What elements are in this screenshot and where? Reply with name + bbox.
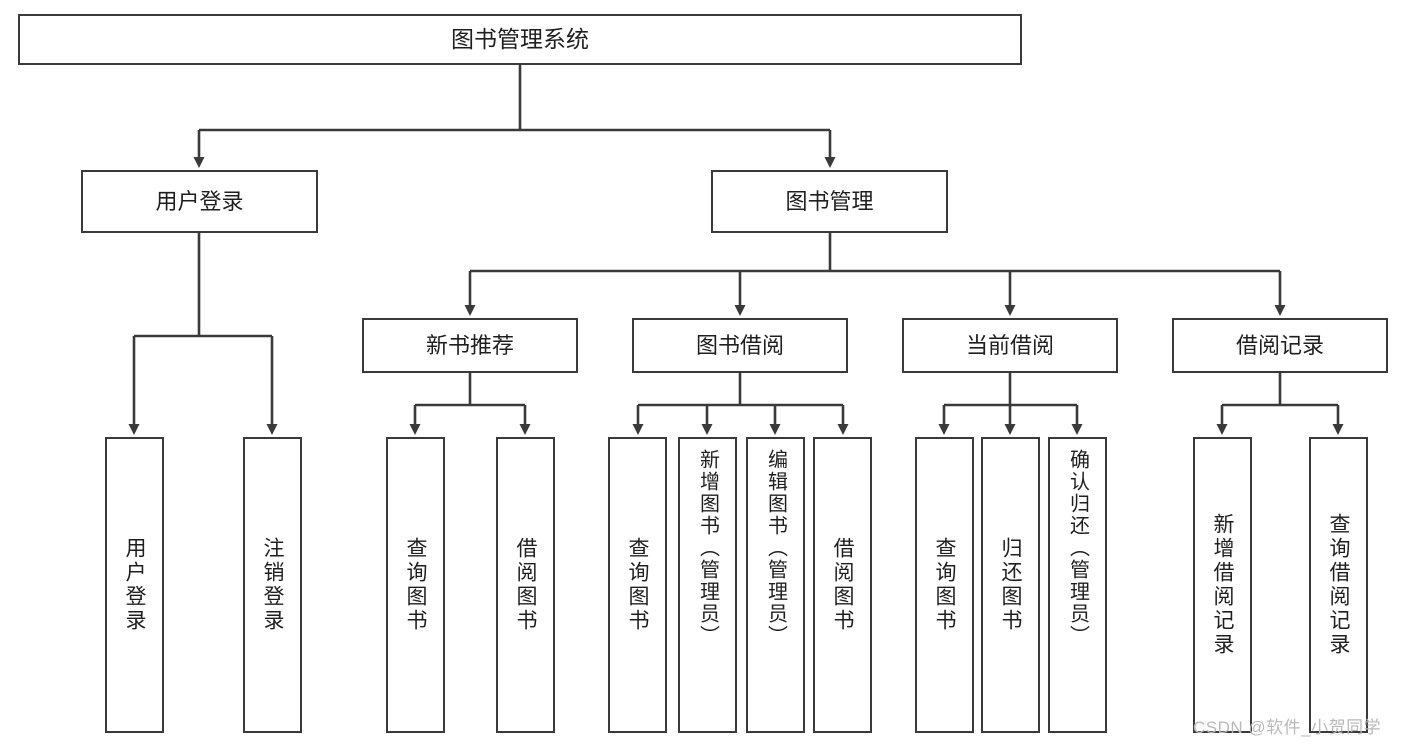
node-current-borrowing[interactable]: 当前借阅 [902,318,1118,373]
node-label: 查询图书 [933,537,956,633]
leaf-book-borrow-query-books[interactable]: 查询图书 [608,437,667,733]
node-label: 归还图书 [999,537,1022,633]
leaf-user-login-logout[interactable]: 注销登录 [243,437,302,733]
node-book-borrowing[interactable]: 图书借阅 [632,318,848,373]
leaf-records-add-borrow-record[interactable]: 新增借阅记录 [1193,437,1252,733]
node-label: 确认归还（管理员） [1066,449,1089,647]
node-borrowing-records[interactable]: 借阅记录 [1172,318,1388,373]
leaf-book-borrow-edit-book-admin[interactable]: 编辑图书（管理员） [746,437,805,733]
node-label: 当前借阅 [965,332,1054,358]
leaf-new-book-query-books[interactable]: 查询图书 [386,437,445,733]
node-new-book-recommendation[interactable]: 新书推荐 [362,318,578,373]
node-label: 新增图书（管理员） [696,449,719,647]
node-label: 用户登录 [123,537,146,633]
leaf-current-borrow-return-books[interactable]: 归还图书 [981,437,1040,733]
leaf-user-login-login[interactable]: 用户登录 [105,437,164,733]
leaf-current-borrow-confirm-return-admin[interactable]: 确认归还（管理员） [1048,437,1107,733]
leaf-current-borrow-query-books[interactable]: 查询图书 [915,437,974,733]
connectors [128,65,1344,435]
node-label: 查询图书 [404,537,427,633]
node-label: 借阅图书 [831,537,854,633]
leaf-book-borrow-add-book-admin[interactable]: 新增图书（管理员） [678,437,737,733]
node-label: 借阅记录 [1235,332,1324,358]
node-label: 图书管理 [785,188,874,214]
node-label: 查询借阅记录 [1327,513,1350,657]
node-label: 图书管理系统 [451,26,589,53]
node-label: 借阅图书 [514,537,537,633]
node-label: 新增借阅记录 [1211,513,1234,657]
node-label: 查询图书 [626,537,649,633]
csdn-watermark: CSDN @软件_小贺同学 [1193,718,1382,737]
node-label: 注销登录 [261,537,284,633]
node-label: 编辑图书（管理员） [764,449,787,647]
node-book-management[interactable]: 图书管理 [711,170,948,233]
leaf-new-book-borrow-books[interactable]: 借阅图书 [496,437,555,733]
node-book-management-system[interactable]: 图书管理系统 [18,14,1022,65]
node-label: 用户登录 [155,188,244,214]
node-label: 图书借阅 [695,332,784,358]
leaf-records-query-borrow-record[interactable]: 查询借阅记录 [1309,437,1368,733]
node-label: 新书推荐 [425,332,514,358]
leaf-book-borrow-borrow-books[interactable]: 借阅图书 [813,437,872,733]
node-user-login[interactable]: 用户登录 [81,170,318,233]
